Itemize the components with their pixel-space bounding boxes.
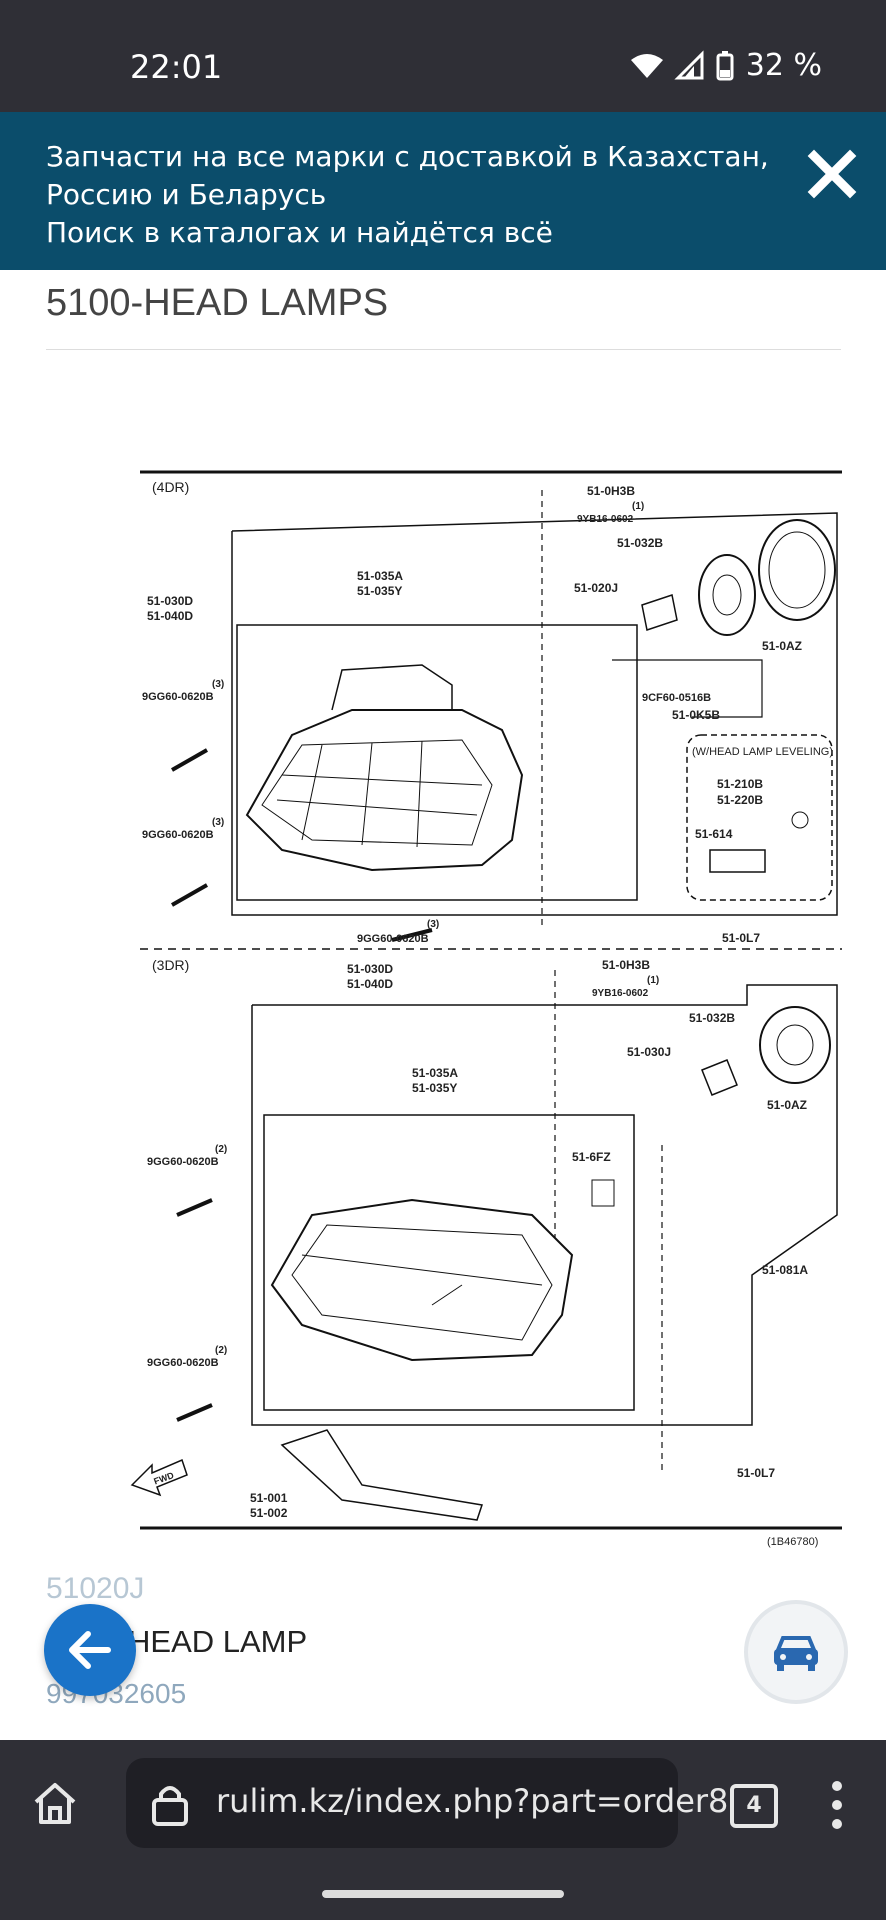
title-divider [46,349,841,350]
back-arrow-icon [69,1631,111,1669]
diagram-label: 51-081A [762,1263,808,1277]
part-code: 51020J [46,1572,145,1605]
section-4dr-label: (4DR) [152,479,189,495]
diagram-label: 51-002 [250,1506,288,1520]
diagram-label: (1B46780) [767,1536,818,1548]
diagram-label: 51-030J [627,1045,671,1059]
diagram-label: 51-035A [357,569,403,583]
diagram-label: (3) [212,817,224,828]
diagram-label: 51-0L7 [737,1466,775,1480]
promo-banner[interactable]: Запчасти на все марки с доставкой в Каза… [0,112,886,270]
diagram-label: (3) [212,679,224,690]
diagram-label: (W/HEAD LAMP LEVELING) [692,746,833,758]
battery-level: 32 % [745,48,822,83]
diagram-label: 51-0H3B [587,484,635,498]
banner-line-2: Россию и Беларусь [46,178,327,211]
diagram-label: 9YB16-0602 [577,514,634,525]
diagram-label: 9CF60-0516B [642,692,711,704]
diagram-label: 51-030D [347,962,393,976]
signal-icon [674,49,704,79]
close-icon[interactable] [800,142,864,206]
diagram-label: 51-0H3B [602,958,650,972]
diagram-label: 51-0L7 [722,931,760,945]
diagram-label: 51-614 [695,827,733,841]
part-name[interactable]: HEAD LAMP [128,1624,308,1659]
url-text: rulim.kz/index.php?part=order8 [216,1782,729,1820]
page-title: 5100-HEAD LAMPS [46,282,389,324]
parts-diagram: (4DR) 51-0H3B (1) 9YB16-0602 51-032B 51-… [130,470,842,1548]
diagram-label: (1) [632,501,644,512]
gesture-bar[interactable] [322,1890,564,1898]
diagram-label: 51-035Y [357,584,402,598]
diagram-label: 51-220B [717,793,763,807]
banner-line-1: Запчасти на все марки с доставкой в Каза… [46,140,769,173]
diagram-label: 9YB16-0602 [592,988,649,999]
diagram-label: 51-035A [412,1066,458,1080]
more-icon[interactable] [830,1778,844,1832]
diagram-label: (2) [215,1144,227,1155]
tabs-button[interactable]: 4 [730,1784,778,1828]
diagram-label: 51-001 [250,1491,288,1505]
diagram-label: 51-040D [147,609,193,623]
diagram-label: 51-020J [574,581,618,595]
diagram-label: 9GG60-0620B [147,1156,219,1168]
diagram-label: (2) [215,1345,227,1356]
section-3dr-label: (3DR) [152,957,189,973]
address-bar[interactable]: rulim.kz/index.php?part=order8 [126,1758,728,1848]
diagram-label: 9GG60-0620B [147,1357,219,1369]
wifi-icon [630,53,663,78]
diagram-label: 51-032B [689,1011,735,1025]
home-icon[interactable] [28,1776,82,1830]
car-icon [774,1636,818,1671]
status-time: 22:01 [130,48,223,86]
garage-button[interactable] [744,1600,848,1704]
battery-icon [716,50,734,80]
diagram-label: 9GG60-0620B [142,691,214,703]
status-bar: 22:01 32 % [0,0,886,112]
diagram-label: (1) [647,975,659,986]
diagram-label: 9GG60-0620B [357,933,429,945]
banner-line-3: Поиск в каталогах и найдётся всё [46,216,553,249]
diagram-label: 51-0AZ [767,1098,807,1112]
diagram-label: 51-035Y [412,1081,457,1095]
diagram-label: (3) [427,919,439,930]
diagram-label: 51-030D [147,594,193,608]
diagram-label: 51-0K5B [672,708,720,722]
back-button[interactable] [44,1604,136,1696]
diagram-label: 51-0AZ [762,639,802,653]
diagram-label: 51-6FZ [572,1150,611,1164]
diagram-label: 51-210B [717,777,763,791]
lock-icon [152,1786,188,1826]
diagram-label: 51-040D [347,977,393,991]
diagram-label: 9GG60-0620B [142,829,214,841]
browser-toolbar: rulim.kz/index.php?part=order8 4 [0,1740,886,1920]
diagram-label: 51-032B [617,536,663,550]
